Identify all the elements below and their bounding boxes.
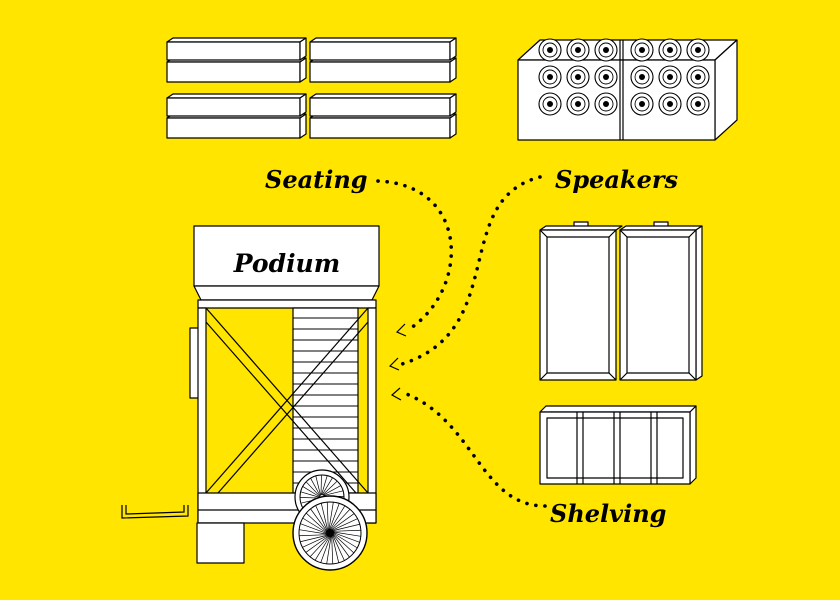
speaker-cone-icon (566, 92, 590, 116)
seating-illustration (166, 37, 457, 139)
speaker-cone-icon (538, 38, 562, 62)
seating-bench-bottom-right (309, 93, 457, 139)
speaker-cone-icon (594, 65, 618, 89)
speaker-cone-icon (686, 65, 710, 89)
speaker-cone-icon (686, 38, 710, 62)
speaker-cone-icon (630, 65, 654, 89)
speakers-arrow (400, 175, 542, 366)
shelving-label: Shelving (550, 499, 666, 528)
shelving-illustration (539, 405, 697, 485)
speaker-cone-icon (630, 92, 654, 116)
podium-label: Podium (233, 249, 340, 278)
cart-foot-block (196, 522, 245, 564)
cart-slats (293, 317, 358, 484)
cart-wheel-front (292, 495, 368, 571)
speaker-enclosures-illustration (539, 221, 703, 381)
cart-x-brace (205, 307, 369, 494)
seating-arrowhead (395, 323, 407, 337)
shelving-arrowhead (390, 387, 402, 401)
speaker-cone-icon (566, 38, 590, 62)
enclosure-right (619, 221, 703, 381)
seating-bench-top-left (166, 37, 307, 83)
speaker-cone-icon (538, 65, 562, 89)
speaker-cone-icon (594, 38, 618, 62)
seating-arrow (376, 179, 454, 332)
speaker-cone-icon (658, 92, 682, 116)
speaker-cone-icon (538, 92, 562, 116)
speaker-cone-icon (630, 38, 654, 62)
seating-bench-bottom-left (166, 93, 307, 139)
speaker-cone-icon (658, 65, 682, 89)
speaker-cones (538, 38, 710, 116)
podium-sign-box (193, 225, 380, 287)
speaker-cone-icon (594, 92, 618, 116)
speaker-cone-icon (658, 38, 682, 62)
cart-handle (121, 505, 189, 519)
speaker-cone-icon (566, 65, 590, 89)
seating-bench-top-right (309, 37, 457, 83)
podium-cart-illustration: Podium (121, 225, 380, 571)
connector-arrows (376, 175, 547, 508)
speakers-illustration (517, 38, 738, 141)
speakers-label: Speakers (555, 165, 678, 194)
speaker-cone-icon (686, 92, 710, 116)
seating-label: Seating (265, 165, 368, 194)
speakers-arrowhead (388, 357, 400, 371)
cart-slatted-panel (292, 307, 359, 494)
shelving-arrow (402, 391, 547, 508)
enclosure-left (539, 221, 623, 381)
